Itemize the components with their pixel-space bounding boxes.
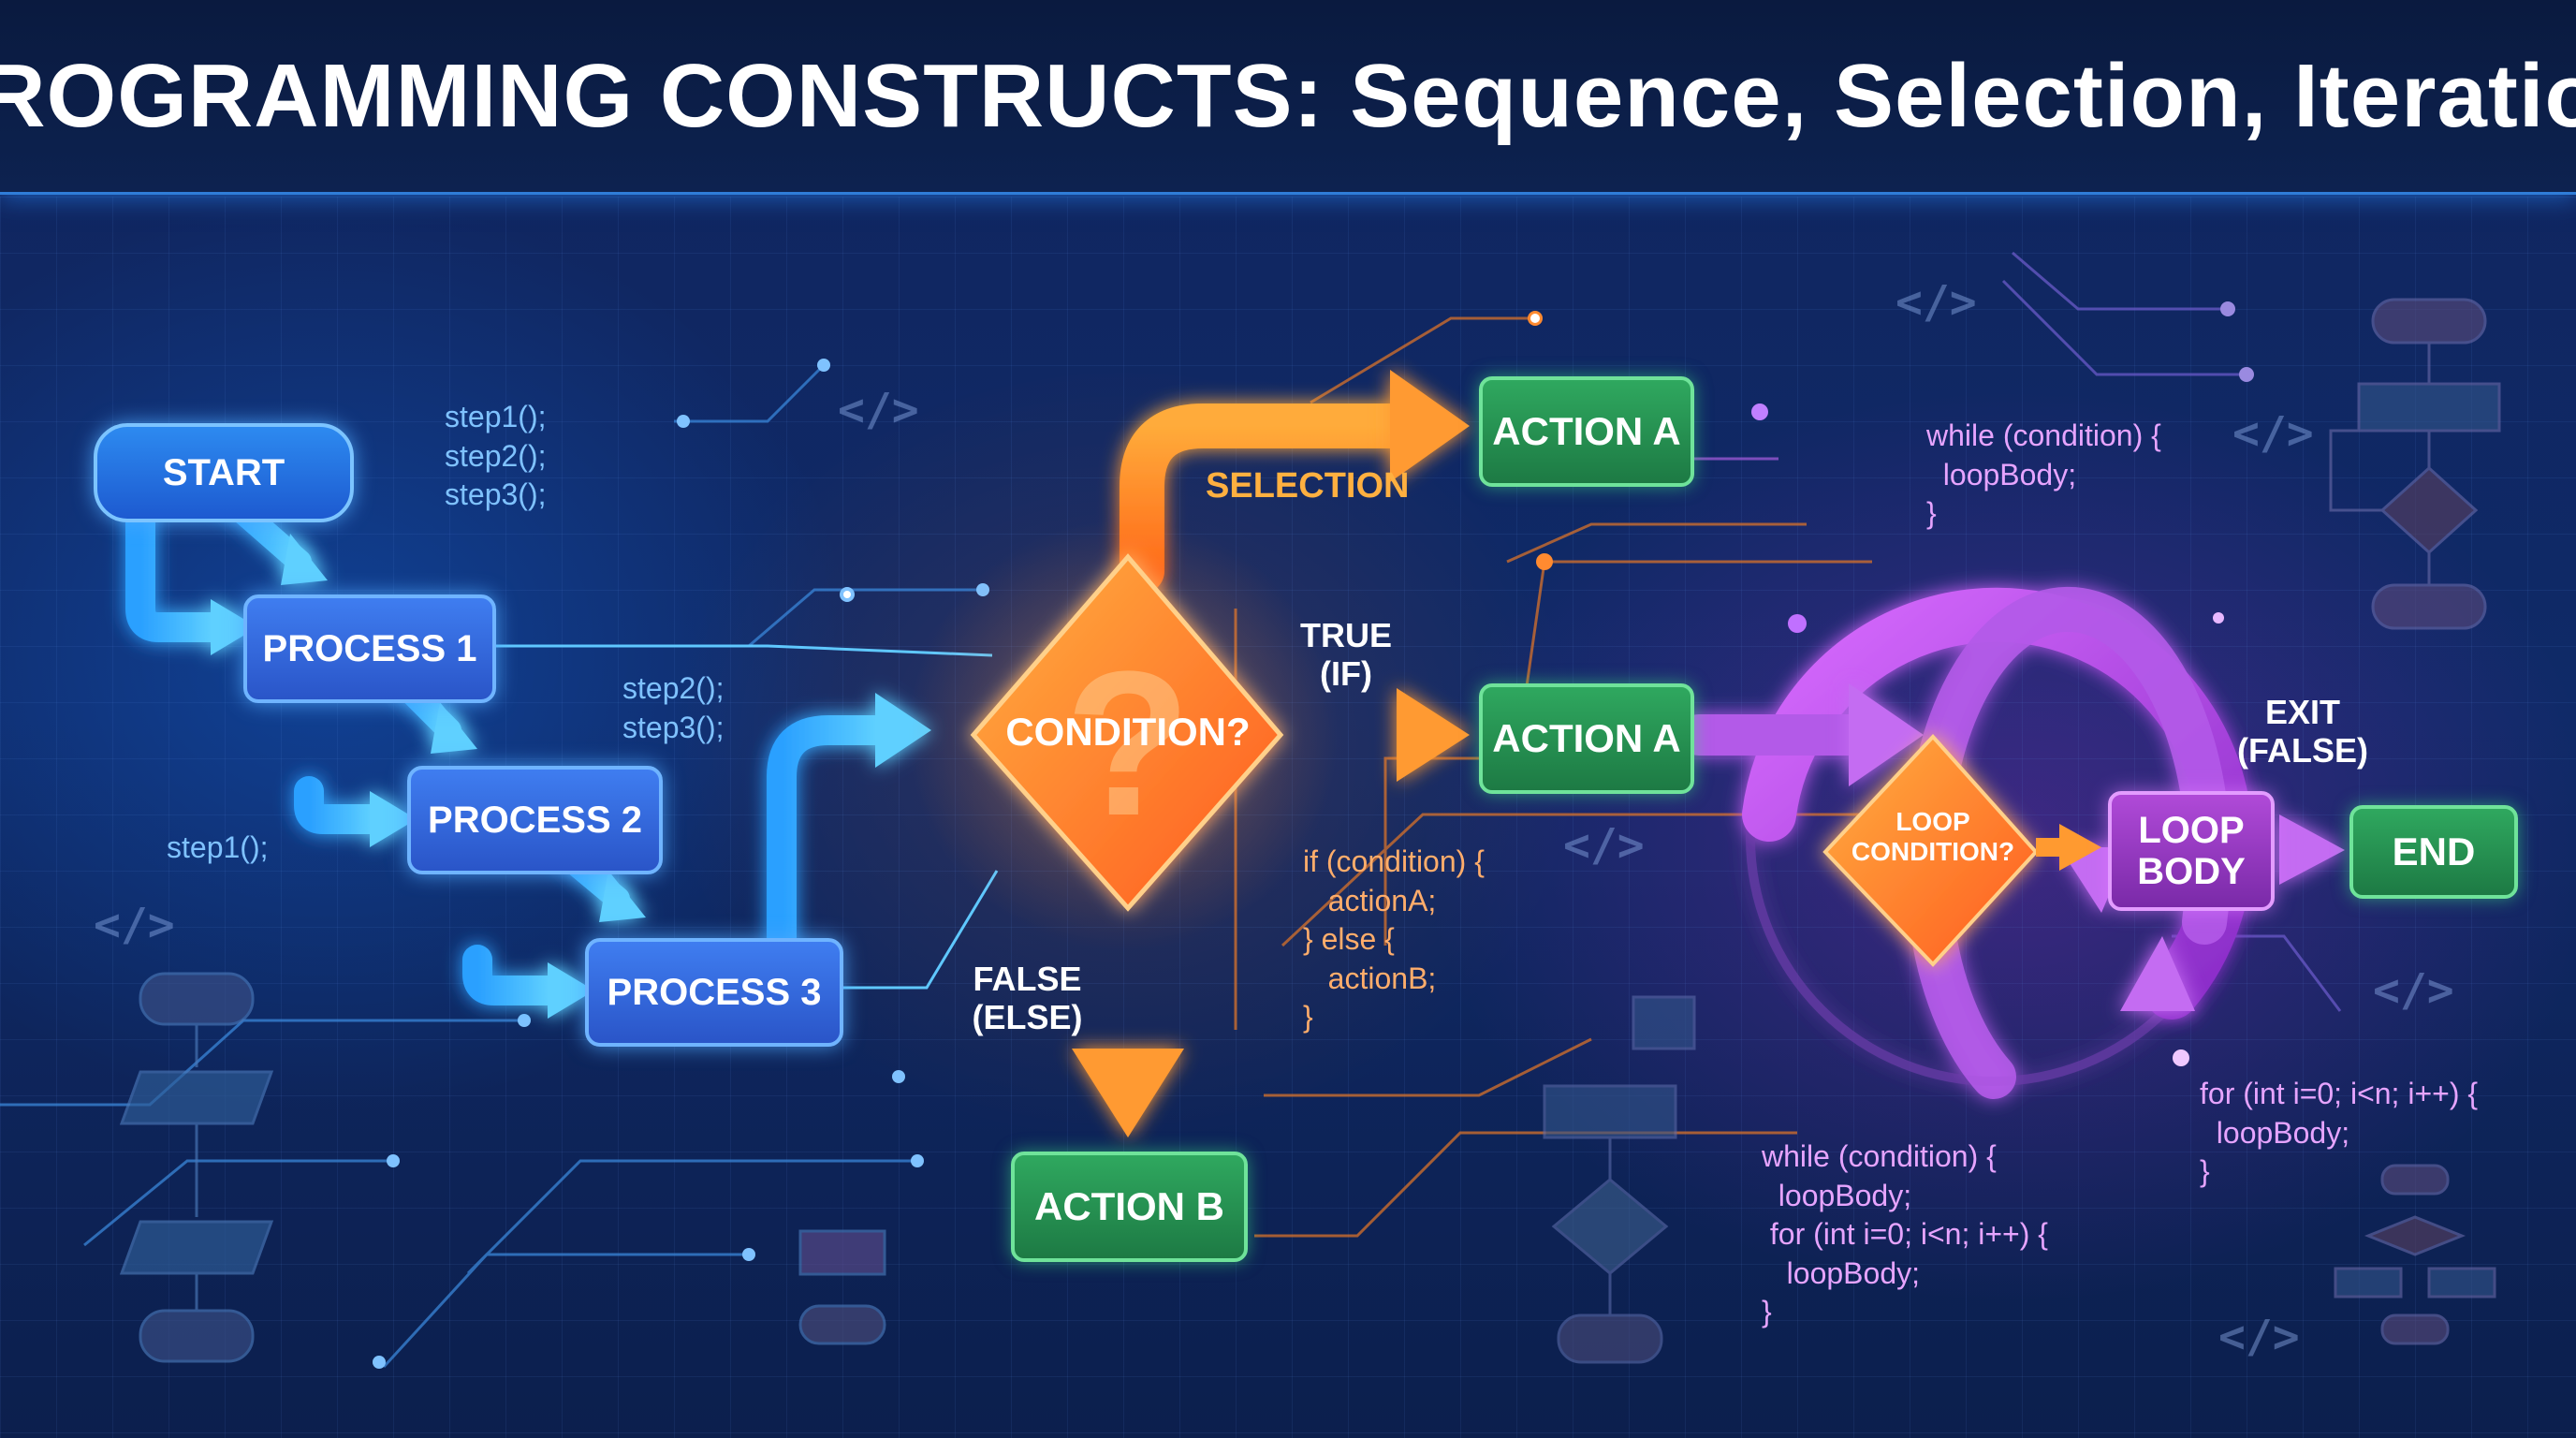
sparkles [843, 314, 2224, 1066]
true-label: TRUE (IF) [1300, 616, 1392, 694]
decor-flowchart-right [2329, 298, 2501, 1345]
end-node: END [2349, 805, 2518, 899]
code-tag-icon: </> [838, 384, 919, 436]
selection-code: if (condition) { actionA; } else { actio… [1303, 844, 1485, 1034]
sequence-code-left: step1(); [167, 830, 269, 864]
process-1-node: PROCESS 1 [243, 594, 496, 703]
sequence-thin-links [477, 644, 999, 990]
code-tag-icon: </> [2232, 407, 2314, 460]
iteration-code-top: while (condition) { loopBody; } [1926, 418, 2161, 531]
loop-condition-diamond [1822, 734, 2039, 967]
question-mark-icon: ? [1065, 628, 1191, 858]
iteration-code-right: for (int i=0; i<n; i++) { loopBody; } [2200, 1077, 2479, 1189]
process-2-node: PROCESS 2 [407, 766, 663, 874]
loop-cond-to-body-arrow [2036, 824, 2101, 871]
sequence-arrow-heads [211, 534, 931, 1019]
code-tag-icon: </> [2373, 964, 2454, 1017]
sequence-code-mid: step2(); step3(); [622, 671, 724, 744]
code-tag-icon: </> [1895, 276, 1977, 329]
loop-body-node: LOOP BODY [2108, 791, 2275, 911]
decor-flowchart-mid [1543, 995, 1696, 1364]
title-bar: PROGRAMMING CONSTRUCTS: Sequence, Select… [0, 0, 2576, 195]
selection-arrow-heads [1072, 370, 1470, 1137]
action-a-top-node: ACTION A [1479, 376, 1694, 487]
false-label: FALSE (ELSE) [972, 960, 1083, 1037]
action-a-node: ACTION A [1479, 683, 1694, 794]
process-3-node: PROCESS 3 [585, 938, 843, 1047]
decor-flowchart-left [119, 972, 886, 1363]
condition-diamond [970, 553, 1284, 912]
loop-condition-label: LOOP CONDITION? [1851, 807, 2015, 867]
exit-label: EXIT (FALSE) [2237, 693, 2368, 770]
code-tag-icon: </> [2218, 1311, 2300, 1363]
selection-label: SELECTION [1206, 466, 1410, 506]
code-tag-icon: </> [1563, 819, 1645, 872]
iteration-code-bottom: while (condition) { loopBody; for (int i… [1762, 1139, 2048, 1329]
action-b-node: ACTION B [1011, 1152, 1248, 1262]
code-tag-icon: </> [94, 899, 175, 951]
start-node: START [94, 423, 354, 522]
condition-label: CONDITION? [1005, 710, 1251, 754]
sequence-code-top: step1(); step2(); step3(); [445, 400, 547, 512]
page-title: PROGRAMMING CONSTRUCTS: Sequence, Select… [0, 45, 2576, 146]
sequence-arrows [125, 484, 895, 1005]
